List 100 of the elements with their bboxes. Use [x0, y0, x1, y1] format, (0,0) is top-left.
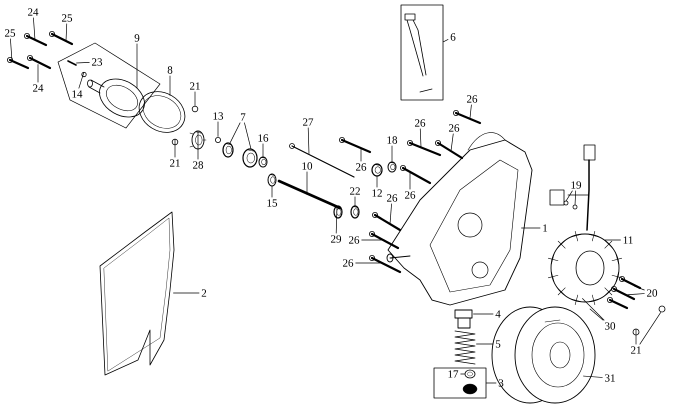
leader-line [390, 204, 392, 224]
leader-line [420, 128, 422, 147]
gasket [100, 212, 174, 376]
callout-number: 25 [4, 29, 16, 37]
gasket [138, 91, 186, 133]
washer [81, 72, 87, 78]
leader-line [308, 128, 310, 154]
callout-number: 19 [571, 181, 582, 189]
callout-number: 26 [356, 163, 366, 171]
callout-number: 5 [496, 340, 500, 348]
leader-line [262, 144, 264, 157]
leader-line [244, 122, 252, 149]
o-ring [464, 370, 476, 378]
seal [258, 156, 268, 168]
screw [67, 60, 77, 66]
callout-number: 22 [350, 187, 360, 195]
spring [454, 330, 476, 364]
leader-line [336, 206, 338, 234]
stator [548, 231, 622, 305]
bearing [222, 142, 234, 158]
callout-number: 1 [543, 224, 548, 232]
leader-line [624, 293, 645, 296]
leader-line [443, 39, 448, 42]
leader-line [486, 382, 496, 384]
leader-line [354, 196, 356, 206]
callout-number: 26 [349, 236, 360, 244]
callout-number: 9 [134, 34, 140, 42]
bolt [400, 165, 432, 184]
bolt [7, 57, 30, 70]
pin [172, 138, 178, 146]
callout-number: 26 [405, 191, 416, 199]
callout-number: 29 [331, 235, 342, 243]
callout-number: 26 [467, 95, 478, 103]
pump-cover [87, 78, 145, 118]
washer [333, 205, 343, 219]
callout-number: 6 [450, 33, 456, 41]
flywheel [492, 306, 596, 404]
bolt [435, 140, 464, 160]
callout-number: 13 [213, 112, 224, 120]
leader-line [136, 44, 138, 88]
leader-line [10, 38, 12, 61]
callout-number: 24 [28, 8, 38, 16]
bolt [372, 212, 402, 232]
leader-line [33, 18, 36, 40]
callout-number: 21 [190, 82, 200, 90]
callout-number: 11 [624, 236, 633, 244]
bolt [369, 231, 400, 250]
callout-number: 14 [72, 90, 82, 98]
impeller [190, 130, 206, 150]
callout-number: 21 [631, 346, 641, 354]
callout-number: 26 [449, 124, 460, 132]
bolt [369, 255, 402, 274]
bolt [619, 276, 642, 290]
bolt [24, 33, 48, 46]
screw [564, 200, 568, 206]
callout-number: 23 [92, 58, 102, 66]
pin [658, 306, 666, 312]
leader-line [66, 24, 68, 41]
leader-line [355, 262, 382, 264]
callout-number: 20 [647, 289, 658, 297]
leader-line [590, 308, 604, 320]
leader-line [306, 172, 308, 195]
bolt [611, 286, 636, 300]
callout-number: 18 [387, 136, 398, 144]
washer [215, 137, 221, 143]
pin [632, 328, 640, 336]
bolt [407, 140, 442, 156]
bearing [242, 148, 258, 168]
callout-number: 26 [387, 194, 398, 202]
leader-line [450, 134, 454, 151]
callout-number: 24 [32, 84, 44, 92]
callout-number: 16 [258, 134, 268, 142]
crankcase-cover [386, 132, 532, 306]
leader-line [582, 298, 604, 320]
callout-number: 31 [605, 374, 615, 382]
leader-line [174, 139, 176, 158]
shaft [278, 180, 342, 210]
callout-number: 2 [202, 289, 206, 297]
rod [289, 143, 355, 178]
leader-line [230, 122, 240, 143]
callout-number: 17 [448, 370, 458, 378]
pin [192, 106, 198, 112]
callout-number: 4 [495, 310, 501, 318]
callout-number: 7 [240, 113, 246, 121]
frame-box [434, 368, 486, 398]
plug [371, 163, 383, 177]
frame-box [400, 4, 444, 100]
leader-line [78, 72, 84, 89]
leader-line [583, 376, 603, 378]
callout-number: 26 [415, 119, 426, 127]
bolt [27, 55, 52, 70]
leader-line [640, 312, 662, 345]
leader-line [360, 148, 362, 162]
leader-line [76, 62, 90, 64]
bolt [453, 110, 482, 124]
callout-number: 28 [193, 161, 204, 169]
leader-line [194, 92, 196, 106]
o-ring [388, 162, 396, 172]
bolt [49, 31, 74, 46]
callout-number: 15 [267, 199, 278, 207]
